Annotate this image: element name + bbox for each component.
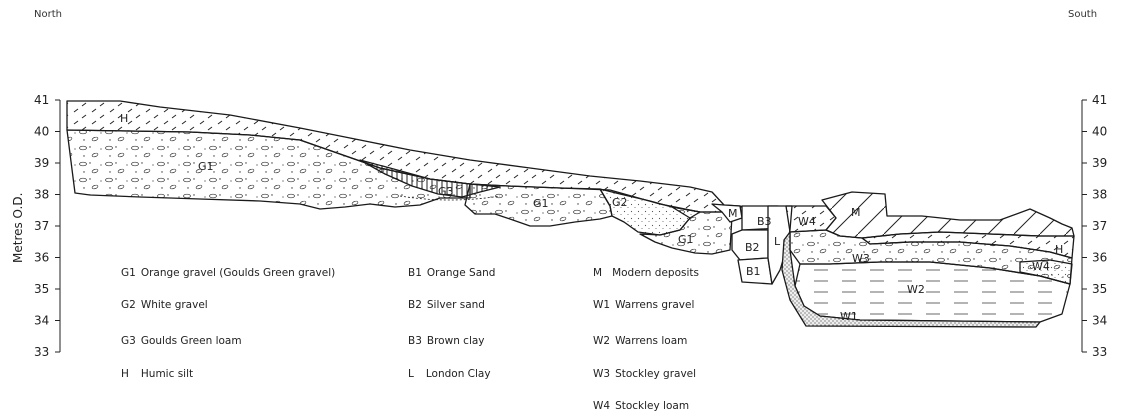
legend-text: White gravel: [141, 299, 208, 311]
label-m-large: M: [851, 206, 861, 219]
legend-item: B1 Orange Sand: [408, 267, 495, 279]
legend-item: W1 Warrens gravel: [593, 299, 694, 311]
label-w4-lower: W4: [1032, 260, 1050, 273]
legend-text: Goulds Green loam: [141, 335, 242, 347]
legend-item: B3 Brown clay: [408, 335, 485, 347]
legend-code: L: [408, 368, 414, 380]
legend-item: G2 White gravel: [121, 299, 208, 311]
left-tick-label: 40: [34, 125, 49, 139]
left-tick-label: 34: [34, 314, 49, 328]
right-tick-label: 36: [1092, 251, 1107, 265]
left-axis: 41 40 39 38 37 36 35 34 33 Metres O.D.: [11, 93, 60, 359]
legend-item: L London Clay: [408, 368, 491, 380]
right-tick-label: 33: [1092, 345, 1107, 359]
right-tick-label: 34: [1092, 314, 1107, 328]
right-tick-label: 40: [1092, 125, 1107, 139]
legend-text: Silver sand: [427, 299, 485, 311]
label-w4-upper: W4: [798, 215, 816, 228]
legend-item: W4 Stockley loam: [593, 400, 689, 412]
legend-code: W3: [593, 368, 610, 380]
label-b2: B2: [745, 241, 760, 254]
legend-code: B2: [408, 299, 422, 311]
right-tick-label: 41: [1092, 93, 1107, 107]
right-tick-label: 35: [1092, 282, 1107, 296]
legend-code: G3: [121, 335, 136, 347]
legend-text: Modern deposits: [612, 267, 699, 279]
legend-item: B2 Silver sand: [408, 299, 485, 311]
legend-item: M Modern deposits: [593, 267, 699, 279]
legend-text: Humic silt: [141, 368, 193, 380]
legend-code: G2: [121, 299, 136, 311]
label-g3: G3: [438, 185, 454, 198]
label-h-south: H: [1055, 243, 1063, 256]
legend-code: W2: [593, 335, 610, 347]
legend-code: H: [121, 368, 129, 380]
left-tick-label: 38: [34, 188, 49, 202]
legend-text: Stockley loam: [615, 400, 689, 412]
legend-item: W3 Stockley gravel: [593, 368, 696, 380]
label-g1-middle: G1: [533, 197, 549, 210]
label-g1-north: G1: [198, 160, 214, 173]
legend-code: B1: [408, 267, 422, 279]
left-tick-label: 41: [34, 93, 49, 107]
label-w3: W3: [852, 252, 870, 265]
label-w1: W1: [840, 310, 858, 323]
legend-text: Warrens loam: [615, 335, 687, 347]
legend-item: G3 Goulds Green loam: [121, 335, 242, 347]
legend-text: Orange gravel (Goulds Green gravel): [141, 267, 335, 279]
left-tick-label: 35: [34, 282, 49, 296]
legend-text: London Clay: [426, 368, 491, 380]
legend-code: G1: [121, 267, 136, 279]
legend-item: H Humic silt: [121, 368, 193, 380]
left-tick-label: 33: [34, 345, 49, 359]
legend-text: Warrens gravel: [615, 299, 694, 311]
legend-text: Stockley gravel: [615, 368, 696, 380]
label-w2: W2: [907, 283, 925, 296]
label-h-north: H: [120, 112, 128, 125]
legend-code: M: [593, 267, 602, 279]
right-axis: 41 40 39 38 37 36 35 34 33: [1082, 93, 1107, 359]
label-m-small: M: [728, 207, 738, 220]
legend-text: Brown clay: [427, 335, 485, 347]
right-tick-label: 38: [1092, 188, 1107, 202]
label-b3: B3: [757, 215, 772, 228]
legend-item: G1 Orange gravel (Goulds Green gravel): [121, 267, 335, 279]
label-l: L: [774, 235, 781, 248]
label-b1: B1: [746, 265, 761, 278]
legend-text: Orange Sand: [427, 267, 496, 279]
left-tick-label: 39: [34, 156, 49, 170]
left-tick-label: 36: [34, 251, 49, 265]
legend-code: B3: [408, 335, 422, 347]
right-tick-label: 37: [1092, 219, 1107, 233]
axis-unit-label: Metres O.D.: [11, 193, 25, 263]
right-tick-label: 39: [1092, 156, 1107, 170]
left-tick-label: 37: [34, 219, 49, 233]
legend-item: W2 Warrens loam: [593, 335, 687, 347]
label-g2: G2: [612, 196, 628, 209]
label-g1-south: G1: [678, 233, 694, 246]
legend-code: W1: [593, 299, 610, 311]
legend-code: W4: [593, 400, 610, 412]
